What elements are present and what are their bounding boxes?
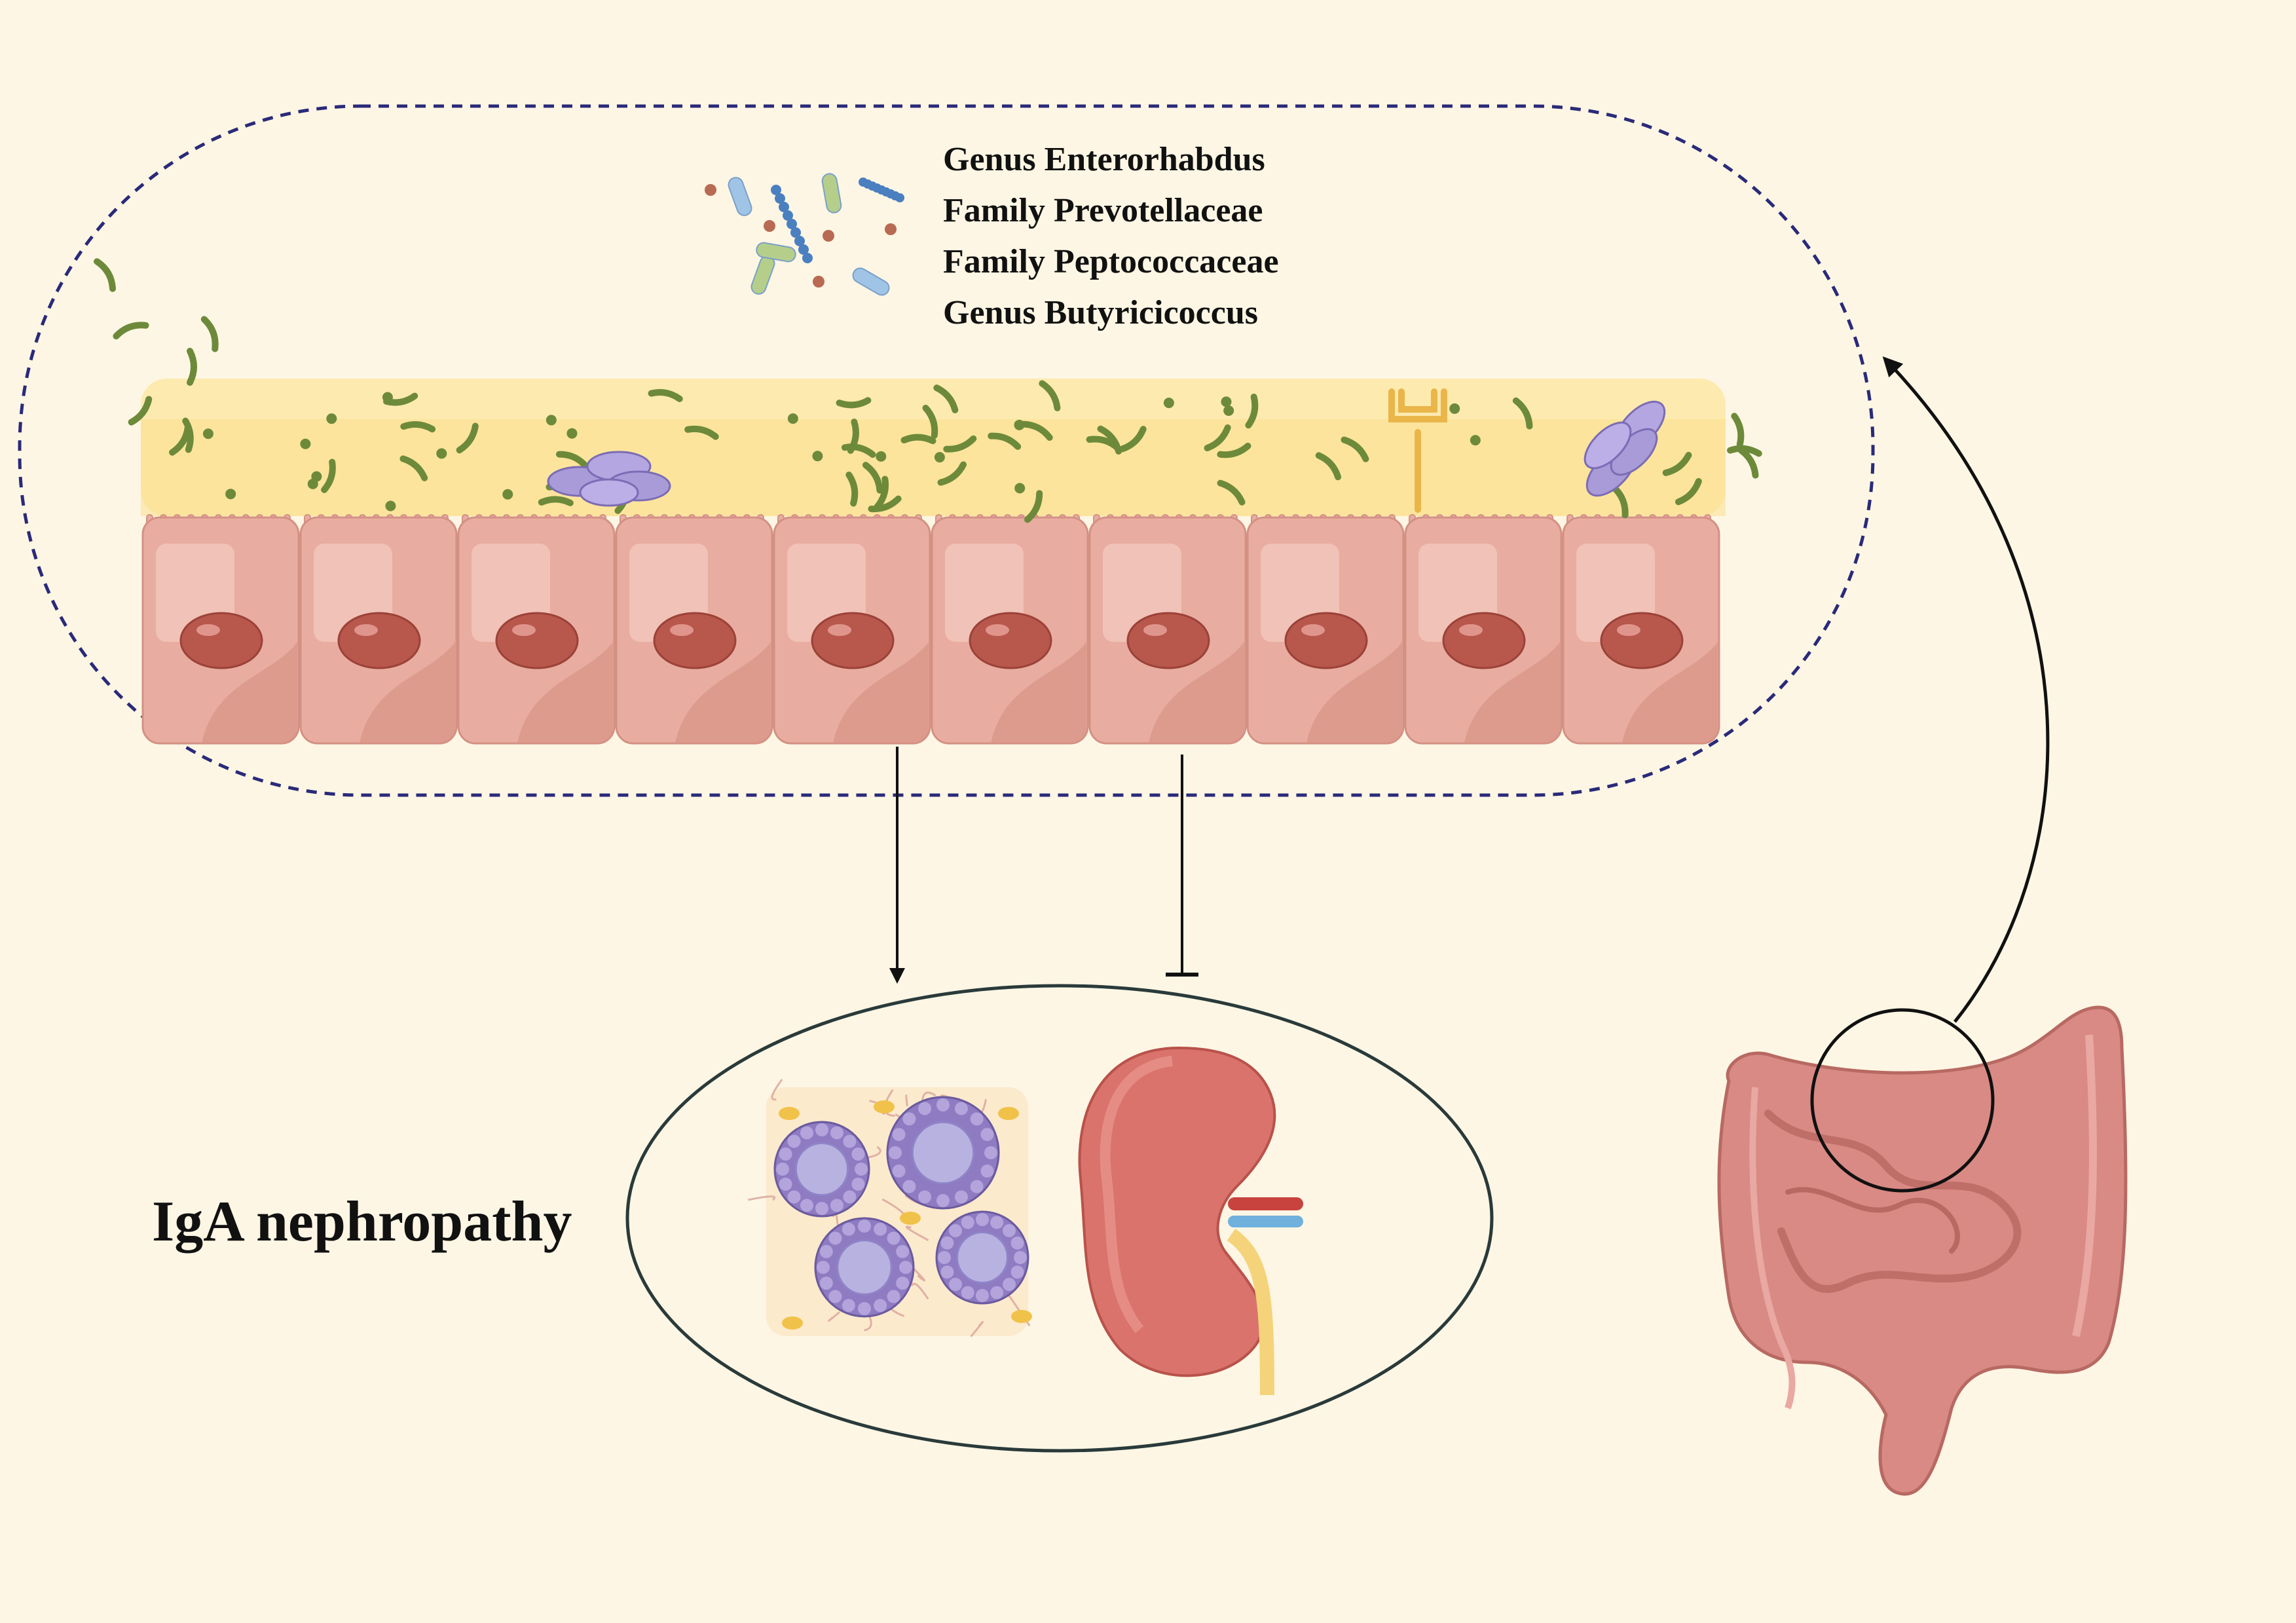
epithelial-cell	[773, 516, 931, 745]
zoom-arrow	[1882, 356, 2050, 1023]
intestine-icon	[1717, 1005, 2128, 1496]
epithelial-cell	[1562, 516, 1720, 745]
microbes-icon	[705, 173, 904, 296]
epithelial-cell	[931, 516, 1089, 745]
taxon-label: Genus Butyricicoccus	[943, 294, 1258, 331]
taxon-label: Family Peptococcaceae	[943, 243, 1279, 280]
epithelial-layer	[141, 516, 1720, 745]
taxon-label: Family Prevotellaceae	[943, 192, 1263, 229]
antibody-icon	[1388, 388, 1447, 513]
epithelial-cell	[1088, 516, 1247, 745]
zoom-frame	[18, 104, 1875, 797]
kidney-icon	[1078, 1046, 1303, 1396]
disease-label: IgA nephropathy	[152, 1190, 572, 1254]
zoom-circle	[1810, 1008, 1995, 1193]
taxon-label: Genus Enterorhabdus	[943, 141, 1265, 178]
epithelial-cell	[457, 516, 616, 745]
coccus-bacterium-icon	[1583, 400, 1666, 497]
epithelial-cell	[299, 516, 458, 745]
epithelial-cell	[141, 516, 300, 745]
epithelial-cell	[1404, 516, 1563, 745]
glomerulus-icon	[748, 1079, 1032, 1337]
epithelial-cell	[615, 516, 773, 745]
coccus-bacterium-icon	[547, 451, 671, 507]
disease-ellipse	[625, 984, 1494, 1453]
epithelial-cell	[1246, 516, 1405, 745]
